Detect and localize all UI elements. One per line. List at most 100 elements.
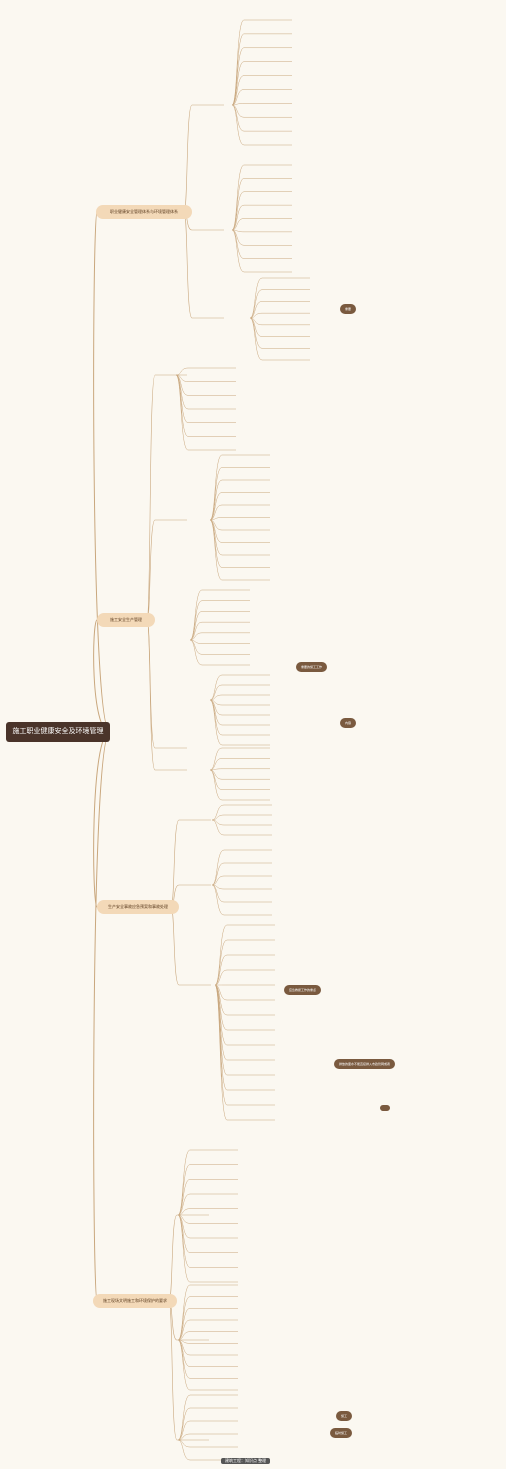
connector — [170, 906, 211, 986]
connector — [177, 1394, 238, 1441]
connector — [175, 374, 236, 396]
connector — [189, 639, 250, 644]
connector — [214, 984, 275, 1061]
connector — [146, 619, 187, 771]
connector — [177, 1214, 238, 1224]
connector — [209, 684, 270, 701]
callout-content: 内容 — [340, 718, 357, 728]
connector — [177, 1339, 238, 1379]
connector — [93, 731, 111, 1302]
connector — [209, 479, 270, 521]
connector — [209, 699, 270, 716]
callout-note — [380, 1105, 390, 1111]
connector — [249, 317, 310, 361]
branch-emergency-plan[interactable]: 生产安全事故应急预案和事故处理 — [97, 900, 179, 914]
connector — [209, 768, 270, 771]
connector — [231, 178, 292, 231]
connector — [214, 984, 275, 1001]
connector — [177, 1433, 238, 1441]
connector — [211, 819, 272, 836]
connector — [209, 699, 270, 706]
connector — [214, 984, 275, 1121]
connector — [231, 218, 292, 231]
connector — [177, 1339, 238, 1391]
branch-civilized-construction[interactable]: 施工现场文明施工和环境保护的要求 — [93, 1294, 177, 1308]
connector — [214, 984, 275, 1091]
connector — [146, 374, 187, 621]
callout-important-work: 重要的施工工作 — [296, 662, 328, 672]
connector — [209, 454, 270, 521]
connector — [177, 1439, 238, 1448]
connector — [214, 969, 275, 986]
connector — [209, 758, 270, 771]
connector — [231, 19, 292, 106]
callout-wastewater: 排放的废水不能直接排入市政管网或者 — [334, 1059, 396, 1069]
footer-watermark: 建筑工程：知识点 整理 — [221, 1458, 271, 1464]
connector — [93, 211, 111, 733]
connector — [209, 467, 270, 521]
connector — [249, 289, 310, 319]
connector — [231, 229, 292, 233]
connector — [249, 277, 310, 319]
connector — [209, 694, 270, 701]
connector — [183, 211, 224, 319]
connector — [189, 611, 250, 641]
connector — [231, 104, 292, 132]
callout-important: 重要 — [340, 304, 357, 314]
connector — [211, 862, 272, 886]
connector — [189, 639, 250, 666]
connector — [177, 1439, 238, 1461]
connector — [231, 229, 292, 273]
connector — [177, 1214, 238, 1283]
connector — [209, 517, 270, 521]
connector — [170, 819, 211, 908]
connector — [249, 301, 310, 319]
connector — [249, 317, 310, 326]
branch-construction-safety[interactable]: 施工安全生产管理 — [97, 613, 155, 627]
connector — [177, 1149, 238, 1216]
connector — [209, 519, 270, 568]
connector — [189, 621, 250, 641]
connector — [189, 632, 250, 641]
connector — [93, 619, 111, 733]
connector — [211, 884, 272, 890]
connector — [231, 61, 292, 106]
connector — [177, 1179, 238, 1216]
branch-ohs-env-system[interactable]: 职业健康安全管理体系与环境管理体系 — [96, 205, 192, 219]
connector — [209, 674, 270, 701]
connector — [249, 317, 310, 337]
connector — [249, 317, 310, 349]
connector — [211, 884, 272, 916]
connector — [211, 849, 272, 886]
connector — [189, 589, 250, 641]
connector — [209, 699, 270, 726]
connector — [177, 1214, 238, 1253]
root-node[interactable]: 施工职业健康安全及环境管理 — [6, 722, 110, 742]
connector — [146, 519, 187, 621]
connector — [249, 312, 310, 319]
connector — [231, 104, 292, 118]
connector — [209, 747, 270, 771]
connector — [177, 1339, 238, 1344]
connector — [175, 374, 236, 410]
connector — [175, 367, 236, 376]
connector — [146, 619, 187, 749]
connector — [177, 1208, 238, 1216]
connector — [231, 89, 292, 106]
connector — [231, 164, 292, 231]
connector — [209, 769, 270, 801]
connector — [168, 1300, 209, 1441]
connector — [214, 939, 275, 986]
connector — [209, 769, 270, 780]
connector — [189, 600, 250, 641]
connector — [231, 104, 292, 146]
connector — [209, 504, 270, 521]
connector — [177, 1193, 238, 1216]
connector — [175, 374, 236, 451]
connector — [175, 374, 236, 423]
connector — [231, 47, 292, 106]
connector — [209, 699, 270, 746]
callout-construction: 施工 — [336, 1411, 353, 1421]
connector — [211, 804, 272, 821]
connector — [177, 1214, 238, 1239]
